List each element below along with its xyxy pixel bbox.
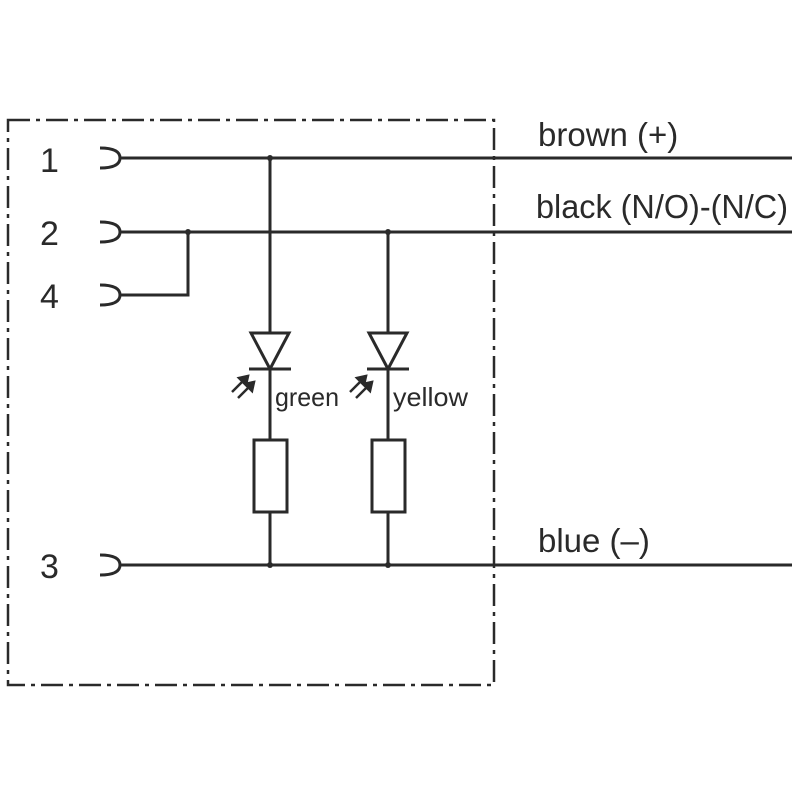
junction-dot — [267, 562, 273, 568]
green-led-diode-icon — [248, 331, 292, 373]
wire-label-brown: brown (+) — [538, 116, 678, 153]
yellow-led-diode-icon — [366, 331, 410, 373]
led-label-yellow: yellow — [393, 382, 468, 412]
yellow-resistor — [370, 438, 407, 514]
pin-label-1: 1 — [40, 142, 59, 180]
junction-dot — [267, 155, 273, 161]
yellow-led-emission-icon — [349, 374, 374, 399]
pin-1-socket — [99, 146, 122, 170]
junction-dot — [185, 229, 191, 235]
pin-label-3: 3 — [40, 548, 59, 586]
pin-label-2: 2 — [40, 215, 59, 253]
led-label-green: green — [275, 382, 339, 412]
wire-label-blue: blue (–) — [538, 522, 650, 559]
green-led-emission-icon — [231, 374, 256, 399]
pin-4-bridge — [120, 232, 190, 297]
wire-label-black: black (N/O)-(N/C) — [536, 188, 788, 225]
junction-dot — [385, 562, 391, 568]
pin-2-socket — [99, 220, 122, 244]
pin-3-socket — [99, 553, 122, 577]
pin-4-socket — [99, 283, 122, 307]
junction-dot — [385, 229, 391, 235]
green-resistor — [252, 438, 289, 514]
housing-outline — [6, 118, 496, 687]
pin-label-4: 4 — [40, 278, 59, 316]
